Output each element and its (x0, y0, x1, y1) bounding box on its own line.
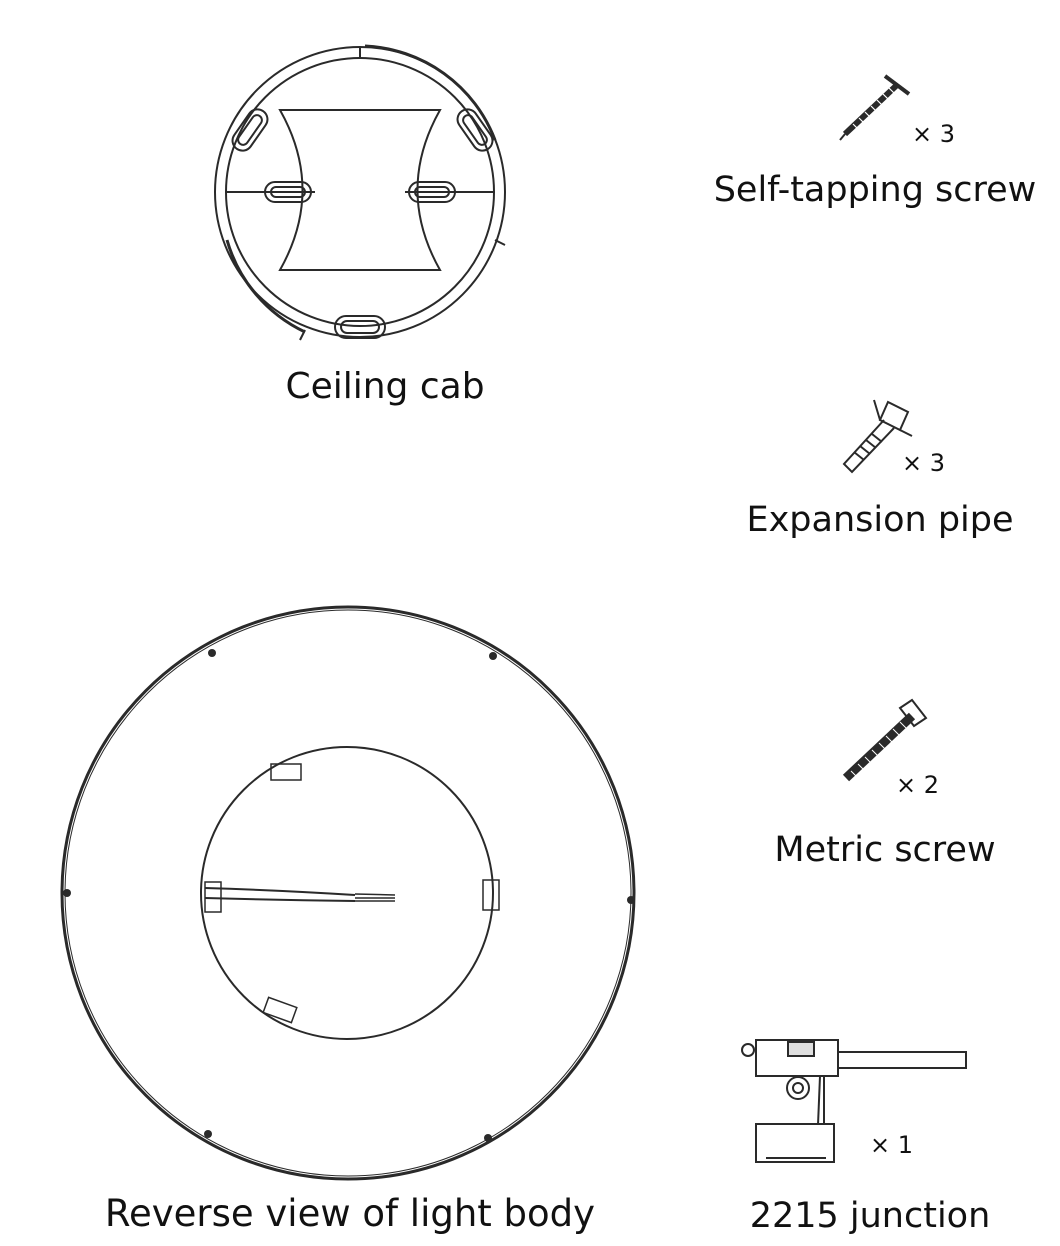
junction-label: 2215 junction (749, 1196, 991, 1236)
self-tapping-screw-label: Self-tapping screw (713, 170, 1037, 210)
ceiling-cab-drawing (205, 40, 515, 350)
light-body-drawing (55, 600, 645, 1190)
light-body-label: Reverse view of light body (104, 1192, 596, 1235)
expansion-pipe-qty: × 3 (902, 449, 946, 477)
expansion-pipe-icon (830, 390, 920, 480)
ceiling-cab-label: Ceiling cab (285, 366, 485, 407)
expansion-pipe-label: Expansion pipe (746, 500, 1014, 540)
metric-screw-icon (838, 698, 930, 784)
junction-qty: × 1 (870, 1131, 914, 1159)
metric-screw-qty: × 2 (896, 771, 940, 799)
junction-icon (738, 1030, 973, 1170)
metric-screw-label: Metric screw (774, 830, 996, 870)
self-tapping-screw-qty: × 3 (912, 120, 956, 148)
self-tapping-screw-icon (835, 72, 915, 144)
